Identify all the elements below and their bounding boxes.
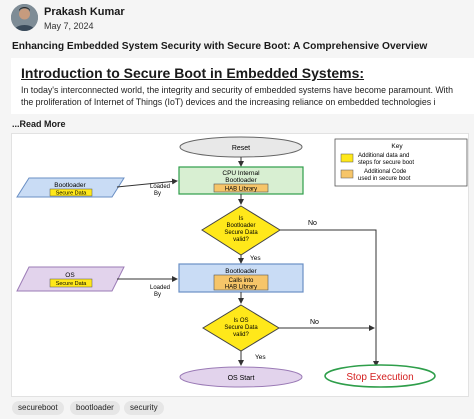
tag-bootloader[interactable]: bootloader	[70, 401, 120, 415]
key-orange-line-2: used in secure boot	[358, 176, 411, 182]
reset-label: Reset	[232, 145, 250, 152]
key-box	[334, 138, 468, 187]
arrow-decision1-no	[280, 229, 379, 367]
cpu-line-2: Bootloader	[225, 177, 257, 184]
bootloader-label: Bootloader	[54, 182, 86, 189]
avatar-image	[11, 4, 38, 31]
avatar[interactable]	[11, 4, 38, 31]
excerpt-line-2: the proliferation of Internet of Things …	[21, 97, 436, 107]
tag-security[interactable]: security	[124, 401, 164, 415]
loaded-by-1a: Loaded	[150, 184, 170, 190]
secure-data-label: Secure Data	[56, 191, 88, 197]
stop-execution-label: Stop Execution	[346, 372, 413, 383]
os-label: OS	[65, 272, 75, 279]
decision2-line-1: Is OS	[233, 318, 248, 324]
key-title: Key	[391, 143, 403, 150]
key-yellow-line-2: steps for secure boot	[358, 160, 414, 166]
decision2-yes: Yes	[255, 354, 266, 361]
calls-hab-badge	[213, 274, 269, 291]
decision1-line-3: Secure Data	[224, 230, 258, 236]
arrow-loaded-by-1	[116, 178, 178, 188]
flowchart: Reset CPU Internal Bootloader HAB Librar…	[16, 136, 468, 388]
key-orange-swatch	[340, 169, 354, 179]
key-yellow-swatch	[340, 153, 354, 163]
key-orange-line-1: Additional Code	[364, 169, 407, 175]
secure-data-badge	[49, 188, 93, 197]
key-yellow-line-1: Additional data and	[358, 153, 409, 159]
preview-excerpt: In today's interconnected world, the int…	[21, 84, 471, 108]
hab-library2-label: HAB Library	[225, 285, 257, 291]
author-name[interactable]: Prakash Kumar	[44, 6, 125, 18]
decision1-yes: Yes	[250, 255, 261, 262]
calls-into-label: Calls into	[229, 278, 254, 284]
decision2-no: No	[310, 319, 319, 326]
tag-secureboot[interactable]: secureboot	[12, 401, 64, 415]
decision1-line-2: Bootloader	[226, 223, 255, 229]
loaded-by-2b: By	[154, 292, 161, 298]
bootloader2-label: Bootloader	[225, 268, 257, 275]
secure-boot-diagram: Reset CPU Internal Bootloader HAB Librar…	[11, 133, 469, 397]
os-secure-data-badge	[49, 278, 93, 288]
loaded-by-2a: Loaded	[150, 285, 170, 291]
post-title[interactable]: Enhancing Embedded System Security with …	[12, 41, 428, 52]
bootloader-data-node	[16, 177, 125, 198]
post-date: May 7, 2024	[44, 21, 94, 31]
os-start-label: OS Start	[228, 375, 255, 382]
decision1-line-1: Is	[239, 216, 244, 222]
hab-library-badge	[213, 183, 269, 193]
read-more-link[interactable]: ...Read More	[12, 119, 66, 129]
loaded-by-1b: By	[154, 191, 161, 197]
stop-execution-node	[324, 364, 436, 388]
article-preview: Introduction to Secure Boot in Embedded …	[11, 58, 474, 114]
decision1-line-4: valid?	[233, 237, 249, 243]
excerpt-line-1: In today's interconnected world, the int…	[21, 85, 453, 95]
hab-library-label: HAB Library	[225, 187, 257, 193]
os-secure-data-label: Secure Data	[56, 281, 88, 287]
decision1-no: No	[308, 220, 317, 227]
preview-heading: Introduction to Secure Boot in Embedded …	[21, 65, 365, 81]
decision2-line-2: Secure Data	[224, 325, 258, 331]
os-start-node	[179, 366, 303, 388]
decision2-line-3: valid?	[233, 332, 249, 338]
cpu-line-1: CPU Internal	[222, 170, 260, 177]
